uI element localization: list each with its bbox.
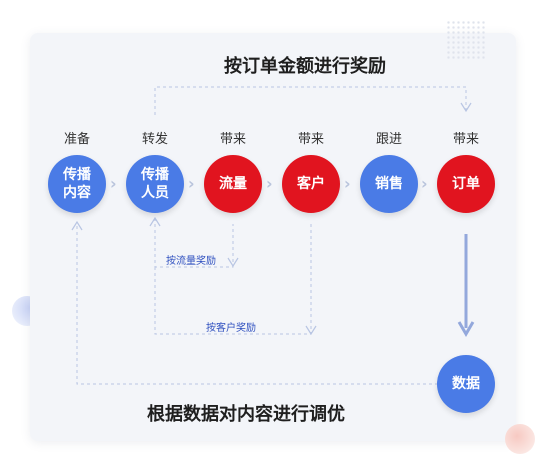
node-people-line1: 传播 <box>141 167 169 183</box>
node-customer: 客户 <box>282 155 340 213</box>
diagram-card <box>30 33 516 441</box>
node-people-line2: 人员 <box>141 185 169 201</box>
bottom-title: 根据数据对内容进行调优 <box>147 404 345 425</box>
customer-reward-line <box>154 222 312 335</box>
step-label-1: 准备 <box>63 132 90 147</box>
node-content-line2: 内容 <box>63 185 91 201</box>
customer-reward-label: 按客户奖励 <box>206 323 256 334</box>
node-people: 传播人员 <box>126 155 184 213</box>
node-sales: 销售 <box>360 155 418 213</box>
node-order-label: 订单 <box>452 176 480 192</box>
step-label-2: 转发 <box>141 132 168 147</box>
node-content-line1: 传播 <box>63 167 91 183</box>
node-data: 数据 <box>437 355 495 413</box>
traffic-reward-line <box>154 218 234 268</box>
chevron-right-icon: › <box>188 174 195 193</box>
chevron-right-icon: › <box>110 174 117 193</box>
traffic-reward-label: 按流量奖励 <box>166 256 216 267</box>
chevron-right-icon: › <box>344 174 351 193</box>
node-order: 订单 <box>437 155 495 213</box>
node-customer-label: 客户 <box>297 176 325 192</box>
data-feedback-line <box>76 222 438 385</box>
chevron-right-icon: › <box>421 174 428 193</box>
node-content: 传播内容 <box>48 155 106 213</box>
decor-dot-grid <box>446 20 486 60</box>
step-label-3: 带来 <box>219 132 246 147</box>
step-label-4: 带来 <box>297 132 324 147</box>
step-label-6: 带来 <box>452 132 479 147</box>
decor-blob-right <box>505 424 535 454</box>
node-traffic: 流量 <box>204 155 262 213</box>
top-reward-line <box>154 86 467 115</box>
node-traffic-label: 流量 <box>219 176 247 192</box>
step-label-5: 跟进 <box>375 132 402 147</box>
node-sales-label: 销售 <box>375 176 403 192</box>
top-title: 按订单金额进行奖励 <box>224 56 386 77</box>
chevron-right-icon: › <box>266 174 273 193</box>
node-data-label: 数据 <box>452 376 480 392</box>
